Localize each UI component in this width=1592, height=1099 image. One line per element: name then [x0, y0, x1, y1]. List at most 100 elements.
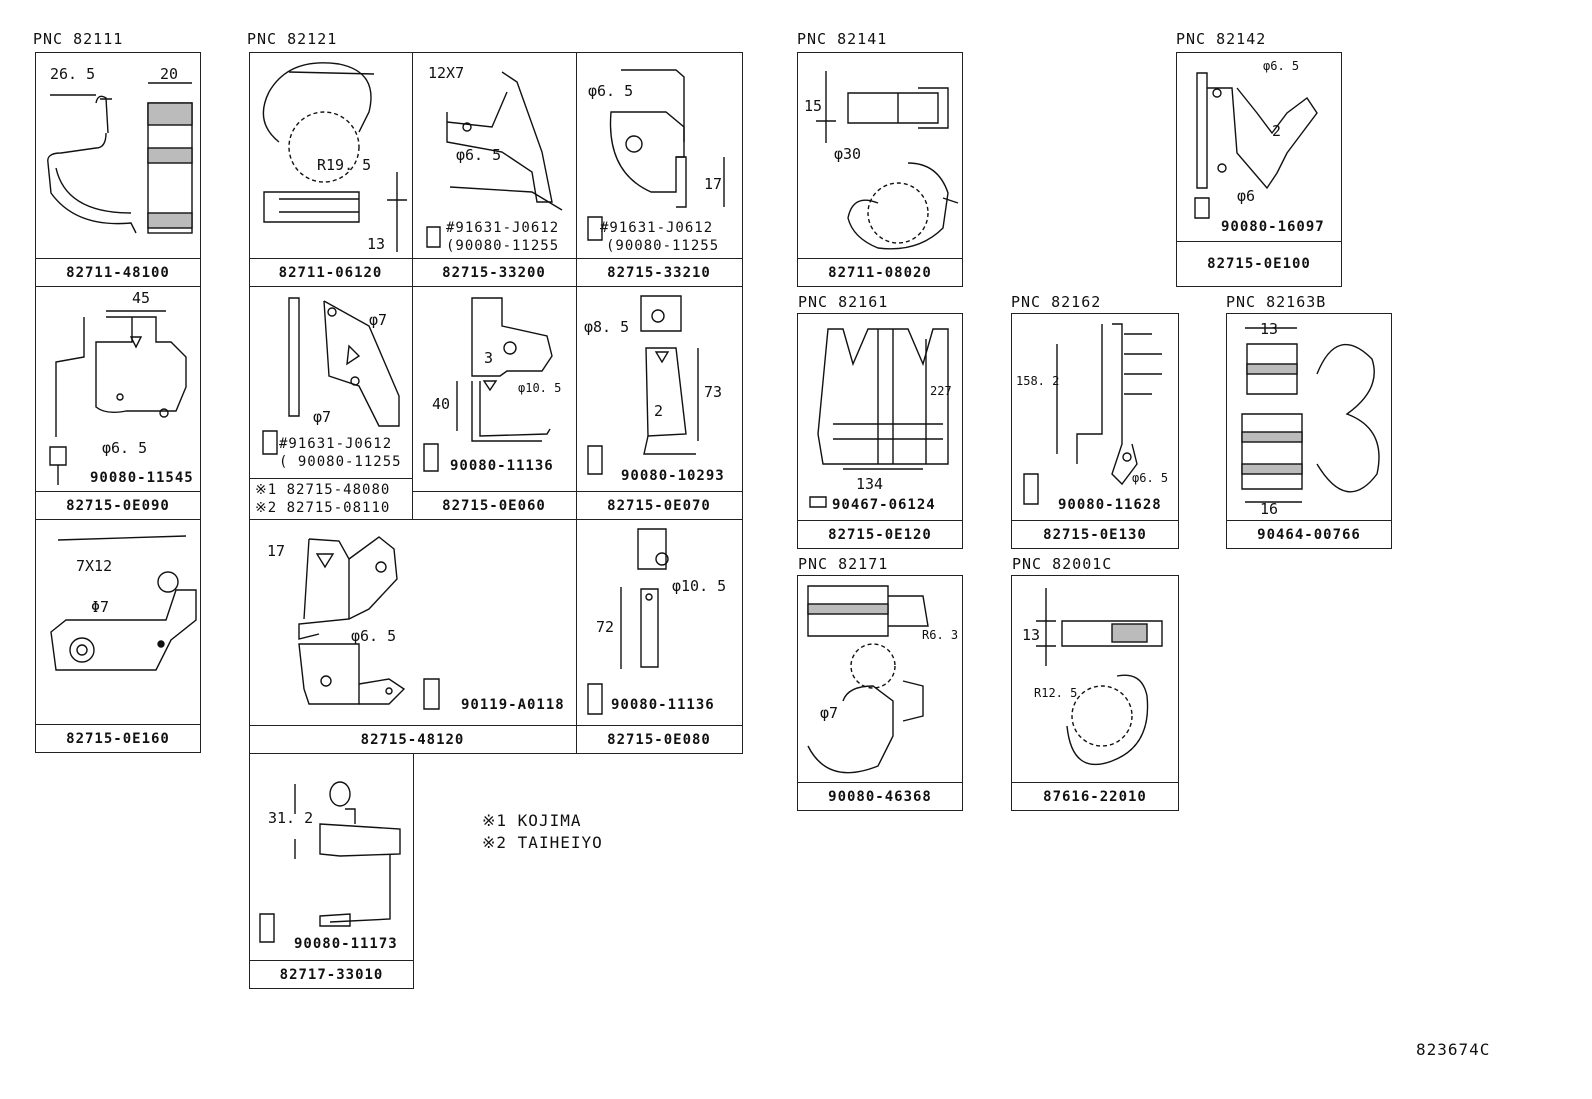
pnc-label-82142: PNC 82142	[1176, 30, 1267, 48]
part-number-87616-22010: 87616-22010	[1012, 782, 1178, 810]
note-kojima: ※1 KOJIMA	[482, 811, 582, 830]
part-number-82715-0E130: 82715-0E130	[1012, 520, 1178, 548]
part-cell-82715-0E080[interactable]: φ10. 5 72 90080-11136 82715-0E080	[576, 519, 743, 754]
bolt-90467-06124: 90467-06124	[832, 497, 936, 513]
part-cell-82715-48120[interactable]: 17 φ6. 5 90119-A0118 82715-48120	[249, 519, 577, 754]
dim-phi-6-5: φ6. 5	[351, 627, 397, 645]
part-number-82715-33200: 82715-33200	[412, 258, 576, 286]
bracket-drawing	[259, 781, 401, 943]
part-cell-82715-0E130[interactable]: 158. 2 φ6. 5 90080-11628 82715-0E130	[1011, 313, 1179, 549]
pnc-label-82111: PNC 82111	[33, 30, 124, 48]
dim-phi-6-5: φ6. 5	[456, 146, 502, 164]
dim-20: 20	[160, 65, 179, 83]
part-cell-82711-48100[interactable]: 26. 5 20 82711-48100	[35, 52, 201, 287]
diagram-reference-code: 823674C	[1416, 1040, 1491, 1059]
pnc-label-82163b: PNC 82163B	[1226, 293, 1327, 311]
bracket-drawing	[1194, 72, 1318, 219]
dim-227: 227	[930, 384, 952, 398]
bolt-90080-11255: ( 90080-11255	[279, 454, 402, 470]
bolt-90080-10293: 90080-10293	[621, 468, 725, 484]
part-number-82715-0E070: 82715-0E070	[576, 491, 742, 519]
part-cell-82715-0E160[interactable]: 7X12 Φ7 82715-0E160	[35, 519, 201, 753]
dim-r19-5: R19. 5	[317, 156, 372, 174]
part-number-82711-48100: 82711-48100	[36, 258, 200, 286]
dim-phi-7: φ7	[369, 311, 388, 329]
clamp-drawing	[1036, 588, 1163, 766]
bolt-90080-11173: 90080-11173	[294, 936, 398, 952]
dim-158-2: 158. 2	[1016, 374, 1060, 388]
bolt-90080-11255: (90080-11255	[606, 238, 720, 254]
part-number-90080-46368: 90080-46368	[798, 782, 962, 810]
dim-15: 15	[804, 97, 823, 115]
part-cell-90464-00766[interactable]: 13 16 90464-00766	[1226, 313, 1392, 549]
bracket-drawing	[1023, 323, 1162, 505]
dim-7x12: 7X12	[76, 557, 113, 575]
note-taiheiyo: ※2 TAIHEIYO	[482, 833, 603, 852]
bracket-drawing	[298, 536, 440, 710]
clamp-drawing	[816, 71, 959, 250]
dim-r6-3: R6. 3	[922, 628, 959, 642]
bracket-drawing	[587, 528, 669, 715]
bracket-drawing	[423, 297, 553, 472]
bolt-90080-11255: (90080-11255	[446, 238, 560, 254]
dim-13: 13	[367, 235, 386, 253]
pnc-label-82162: PNC 82162	[1011, 293, 1102, 311]
variant-kojima: ※1 82715-48080	[255, 482, 391, 498]
dim-31-2: 31. 2	[268, 809, 314, 827]
part-number-82717-33010: 82717-33010	[250, 960, 413, 988]
part-cell-variants[interactable]: φ7 φ7 #91631-J0612 ( 90080-11255 ※1 8271…	[249, 286, 413, 520]
part-cell-82715-0E120[interactable]: 227 134 90467-06124 82715-0E120	[797, 313, 963, 549]
dim-45: 45	[132, 289, 151, 307]
clamp-drawing	[262, 62, 407, 252]
dim-17: 17	[267, 542, 286, 560]
dim-73: 73	[704, 383, 723, 401]
pnc-label-82001c: PNC 82001C	[1012, 555, 1113, 573]
part-number-82715-0E100: 82715-0E100	[1177, 241, 1341, 286]
part-cell-82715-0E070[interactable]: φ8. 5 73 2 90080-10293 82715-0E070	[576, 286, 743, 520]
pnc-label-82171: PNC 82171	[798, 555, 889, 573]
dim-phi-6-5: φ6. 5	[1263, 59, 1300, 73]
part-cell-82717-33010[interactable]: 31. 2 90080-11173 82717-33010	[249, 753, 414, 989]
part-cell-87616-22010[interactable]: 13 R12. 5 87616-22010	[1011, 575, 1179, 811]
part-number-82715-0E090: 82715-0E090	[36, 491, 200, 519]
bolt-90080-16097: 90080-16097	[1221, 219, 1325, 235]
dim-26-5: 26. 5	[50, 65, 96, 83]
dim-phi-7: Φ7	[91, 598, 110, 616]
dim-16: 16	[1260, 500, 1279, 518]
part-cell-90080-46368[interactable]: R6. 3 φ7 90080-46368	[797, 575, 963, 811]
part-cell-82715-0E100[interactable]: φ6. 5 2 φ6 90080-16097 82715-0E100	[1176, 52, 1342, 287]
bolt-90119-A0118: 90119-A0118	[461, 697, 565, 713]
protector-drawing	[809, 328, 949, 508]
dim-2: 2	[1272, 122, 1282, 140]
bracket-drawing	[262, 297, 400, 455]
part-number-82715-0E080: 82715-0E080	[576, 725, 742, 753]
dim-phi-6-5: φ6. 5	[1132, 471, 1169, 485]
dim-17: 17	[704, 175, 723, 193]
dim-134: 134	[856, 475, 884, 493]
part-cell-82711-08020[interactable]: 15 φ30 82711-08020	[797, 52, 963, 287]
dim-phi-6: φ6	[1237, 187, 1256, 205]
part-cell-82715-0E060[interactable]: 3 40 φ10. 5 90080-11136 82715-0E060	[412, 286, 577, 520]
bracket-drawing	[587, 69, 725, 241]
pnc-label-82141: PNC 82141	[797, 30, 888, 48]
clip-drawing	[1241, 327, 1380, 503]
clamp-drawing	[807, 585, 929, 774]
part-cell-82711-06120[interactable]: R19. 5 13 82711-06120	[249, 52, 413, 287]
dim-72: 72	[596, 618, 615, 636]
bolt-90080-11136: 90080-11136	[611, 697, 715, 713]
dim-r12-5: R12. 5	[1034, 686, 1078, 700]
dim-phi-8-5: φ8. 5	[584, 318, 630, 336]
bolt-90080-11545: 90080-11545	[90, 470, 194, 486]
dim-phi-10-5: φ10. 5	[518, 381, 562, 395]
dim-phi-6-5: φ6. 5	[588, 82, 634, 100]
part-cell-82715-33210[interactable]: φ6. 5 17 #91631-J0612 (90080-11255 82715…	[576, 52, 743, 287]
dim-13: 13	[1022, 626, 1041, 644]
plate-drawing	[50, 535, 197, 671]
divider	[249, 478, 412, 479]
bolt-91631-J0612: #91631-J0612	[446, 220, 560, 236]
bolt-90080-11136: 90080-11136	[450, 458, 554, 474]
part-cell-82715-0E090[interactable]: 45 φ6. 5 90080-11545 82715-0E090	[35, 286, 201, 520]
part-cell-82715-33200[interactable]: 12X7 φ6. 5 #91631-J0612 (90080-11255 827…	[412, 52, 577, 287]
bracket-drawing	[426, 71, 563, 248]
pnc-label-82161: PNC 82161	[798, 293, 889, 311]
